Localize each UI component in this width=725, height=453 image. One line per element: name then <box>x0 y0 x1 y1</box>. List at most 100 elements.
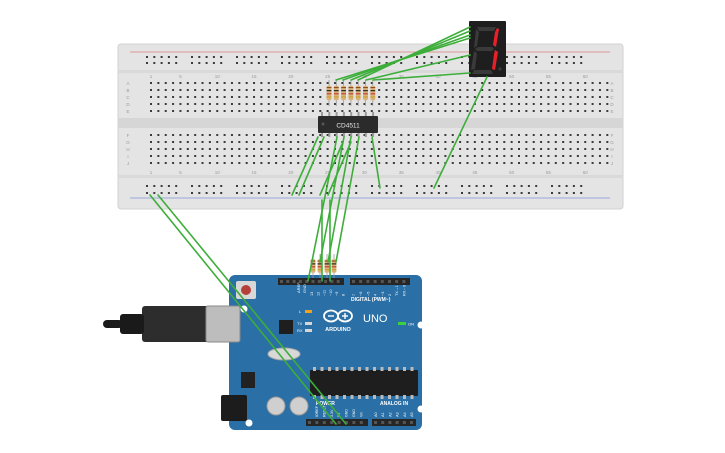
digital-pin-label: ~9 <box>335 292 339 296</box>
resistor[interactable] <box>370 80 376 106</box>
row-letter: B <box>610 88 613 93</box>
usb-chip <box>279 320 293 334</box>
resistor[interactable] <box>333 80 339 106</box>
wire[interactable] <box>149 194 337 425</box>
led-tx-label: TX <box>297 321 302 326</box>
wire[interactable] <box>298 136 325 196</box>
analog-header-strip[interactable] <box>372 419 416 426</box>
column-number: 40 <box>436 170 442 175</box>
wire[interactable] <box>291 136 319 196</box>
wire[interactable] <box>327 141 352 196</box>
column-number: 25 <box>325 170 331 175</box>
cd4511-chip[interactable]: CD4511 <box>318 112 378 137</box>
row-letter: I <box>611 154 612 159</box>
capacitor-1 <box>266 396 286 416</box>
row-letter: A <box>126 81 129 86</box>
column-number: 55 <box>546 170 552 175</box>
column-number: 1 <box>150 74 153 79</box>
atmega-chip <box>310 370 418 396</box>
column-number: 60 <box>583 74 589 79</box>
resistor[interactable] <box>363 80 368 106</box>
digital-pin-label: TX→1 <box>395 285 399 296</box>
capacitor-2 <box>289 396 309 416</box>
wire[interactable] <box>157 194 347 425</box>
analog-header-title: ANALOG IN <box>380 401 408 407</box>
breadboard-rail-divider-bottom <box>118 175 623 178</box>
display-segments <box>471 27 499 74</box>
wire[interactable] <box>365 54 471 81</box>
column-number: 30 <box>362 170 368 175</box>
arduino-resistor-array[interactable] <box>310 254 337 278</box>
ic-pins <box>321 112 375 137</box>
column-number: 5 <box>179 74 182 79</box>
segment-b <box>493 28 499 47</box>
column-number: 55 <box>546 74 552 79</box>
power-jack[interactable] <box>221 395 247 421</box>
resistor[interactable] <box>355 80 361 106</box>
mounting-hole-4 <box>245 419 253 427</box>
wire[interactable] <box>319 141 344 196</box>
wire[interactable] <box>335 136 360 263</box>
row-letter: D <box>610 102 614 107</box>
digital-pin-label: RX←0 <box>402 285 406 296</box>
power-pin-label: 3.3V <box>330 409 334 417</box>
digital-header-strip-1[interactable] <box>278 278 344 285</box>
led-on-label: ON <box>408 322 414 327</box>
mounting-hole-3 <box>417 405 425 413</box>
column-number: 50 <box>509 170 515 175</box>
arduino-logo-icon <box>323 309 353 323</box>
row-letter: G <box>126 140 130 145</box>
column-number: 50 <box>509 74 515 79</box>
row-letter: E <box>126 109 129 114</box>
gnd-label: GND <box>302 284 307 293</box>
wire[interactable] <box>335 37 471 81</box>
breadboard-resistor-array[interactable] <box>326 80 376 106</box>
digital-header-strip-2[interactable] <box>350 278 410 285</box>
wire[interactable] <box>371 136 381 189</box>
arduino-model-text: UNO <box>363 313 388 325</box>
digital-pin-label: 2 <box>388 294 392 296</box>
resistor[interactable] <box>331 254 337 278</box>
voltage-regulator <box>241 372 255 388</box>
resistor[interactable] <box>326 80 332 106</box>
digital-header-title: DIGITAL (PWM~) <box>351 297 391 303</box>
wire[interactable] <box>327 136 352 263</box>
segment-f <box>474 29 479 48</box>
wire[interactable] <box>433 76 488 189</box>
column-number: 20 <box>288 170 294 175</box>
power-header-strip[interactable] <box>306 419 368 426</box>
row-letter: G <box>610 140 614 145</box>
led-rx-label: RX <box>297 328 303 333</box>
ic-body <box>318 116 378 133</box>
seven-segment-display[interactable]: 1 <box>469 21 506 77</box>
ic-label: CD4511 <box>336 123 360 130</box>
breadboard-holes <box>130 51 610 199</box>
wire[interactable] <box>319 136 345 263</box>
power-pin-label: GND <box>352 409 356 417</box>
wire[interactable] <box>372 72 471 81</box>
row-letter: F <box>611 133 614 138</box>
column-number: 10 <box>215 74 221 79</box>
digital-pin-label: 13 <box>310 292 314 296</box>
power-pin-label: IOREF <box>315 405 319 417</box>
column-number: 15 <box>252 170 258 175</box>
led-l-label: L <box>299 309 302 314</box>
aref-label: AREF <box>296 282 301 293</box>
segment-e <box>471 51 477 70</box>
resistor[interactable] <box>348 80 354 106</box>
digital-pin-label: ~10 <box>329 290 333 296</box>
row-letter: D <box>126 102 130 107</box>
column-number: 20 <box>288 74 294 79</box>
usb-port[interactable] <box>205 305 241 343</box>
resistor[interactable] <box>341 80 346 106</box>
reset-button[interactable] <box>241 285 251 295</box>
led-on <box>398 322 406 325</box>
digital-pin-label: 12 <box>316 292 320 296</box>
row-letter: C <box>126 95 130 100</box>
analog-pin-label: A1 <box>381 412 385 417</box>
analog-pin-label: A0 <box>374 412 378 417</box>
